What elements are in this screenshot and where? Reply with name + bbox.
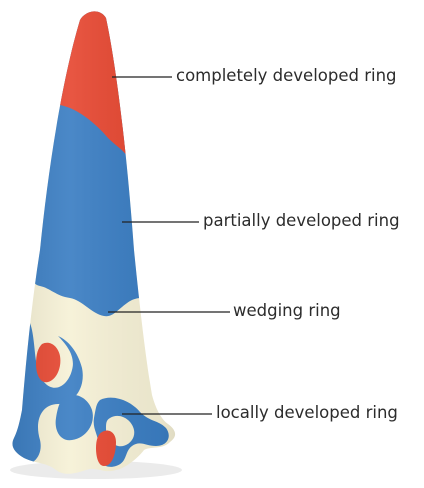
label-wedging-ring: wedging ring (233, 301, 341, 321)
label-partially-developed-ring: partially developed ring (203, 211, 400, 231)
label-locally-developed-ring: locally developed ring (216, 403, 398, 423)
cone-body (0, 0, 200, 488)
cone-shading (0, 0, 200, 488)
label-completely-developed-ring: completely developed ring (176, 66, 397, 86)
